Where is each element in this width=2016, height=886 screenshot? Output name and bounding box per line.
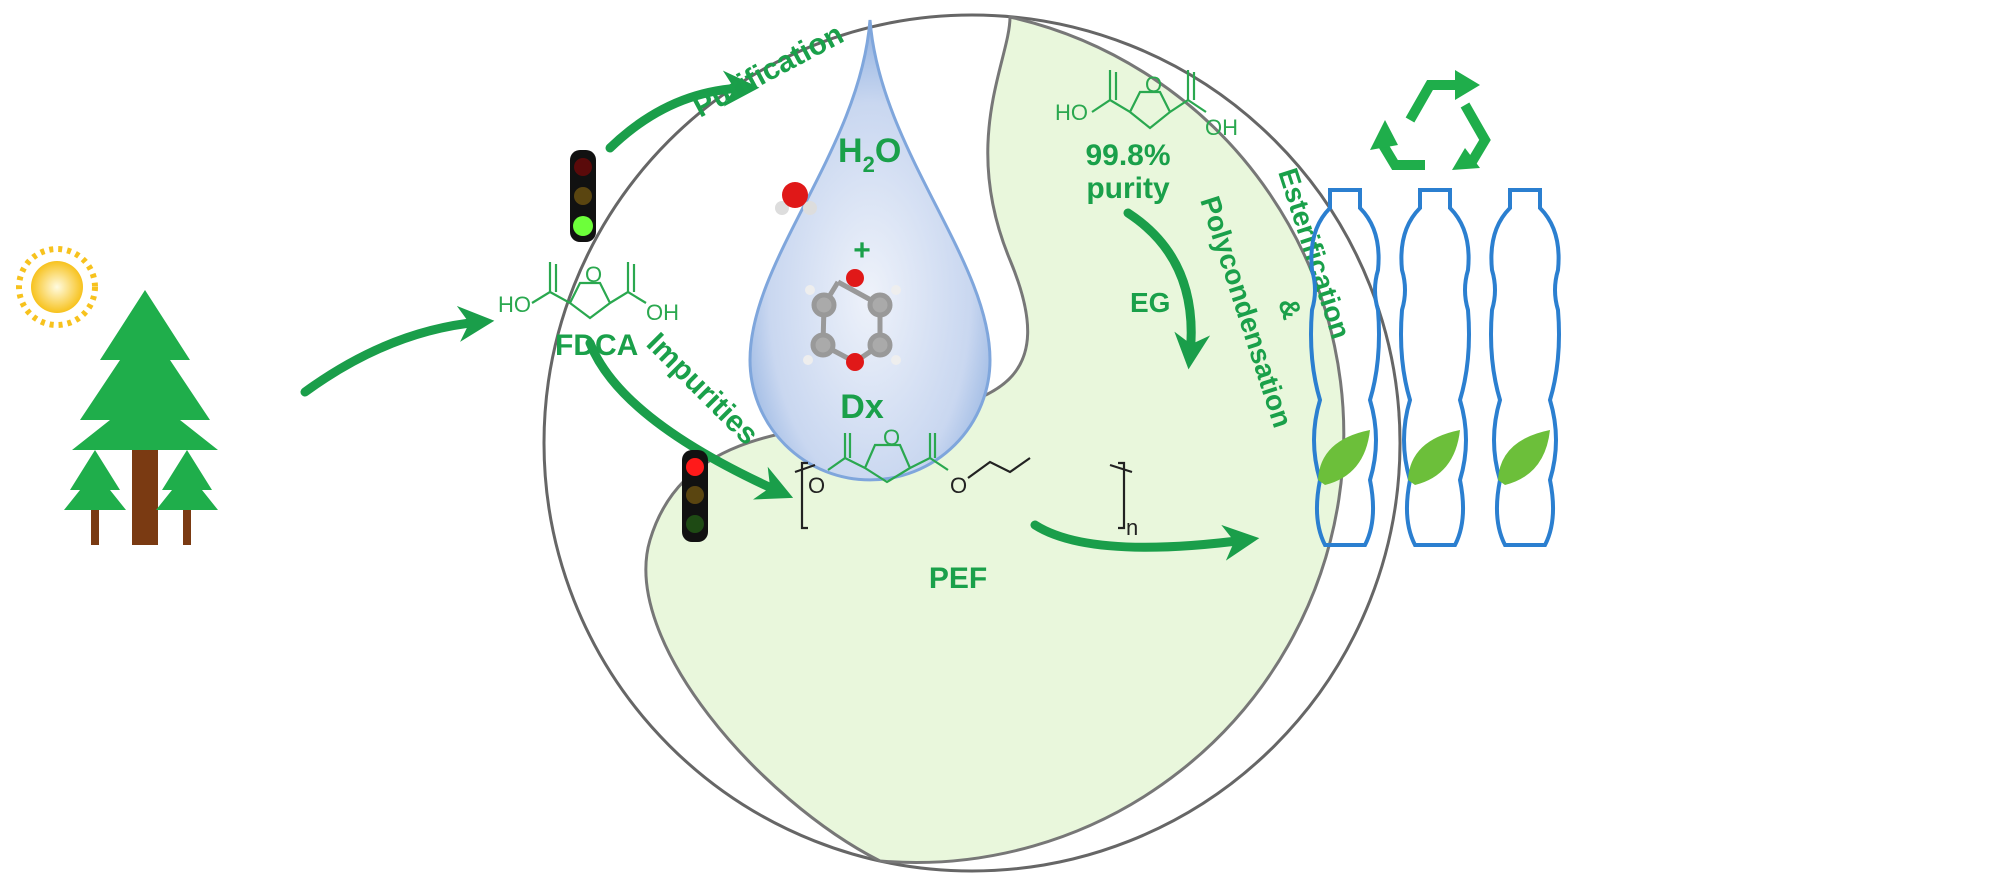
sun-icon	[16, 246, 98, 328]
fdca-oh-label: OH	[646, 300, 679, 325]
polycondensation-arrow	[1123, 208, 1211, 370]
water-molecule-icon	[775, 182, 817, 215]
forest-icon	[64, 290, 218, 545]
pef-structure: O O O n PEF	[794, 425, 1138, 595]
product-arrow	[1030, 520, 1260, 561]
purified-ho-label: HO	[1055, 100, 1088, 125]
dioxane-label: Dx	[840, 388, 884, 426]
dioxane-molecule-icon	[803, 269, 901, 371]
yin-yang-circle	[542, 13, 1402, 873]
bottles-icon	[1309, 188, 1561, 547]
impurities-arrow	[585, 338, 794, 500]
purification-arrow	[605, 70, 760, 153]
bottle-2-icon	[1399, 188, 1471, 547]
bottle-1-icon	[1309, 188, 1381, 547]
pef-o-right-label: O	[950, 473, 967, 498]
recycle-icon	[1370, 70, 1491, 170]
traffic-light-green-icon	[570, 150, 596, 242]
purified-fdca-structure: HO O OH 99.8% purity	[1055, 70, 1238, 205]
purified-o-label: O	[1145, 72, 1162, 97]
pef-label: PEF	[929, 562, 987, 595]
plus-label: +	[853, 234, 871, 267]
eg-label: EG	[1130, 287, 1170, 318]
pef-n-label: n	[1126, 515, 1138, 540]
purified-oh-label: OH	[1205, 115, 1238, 140]
pef-ring-o-label: O	[883, 425, 900, 450]
feedstock-arrow	[300, 305, 495, 397]
purity-value: 99.8%	[1085, 139, 1170, 172]
traffic-light-red-icon	[682, 450, 708, 542]
purity-label: purity	[1086, 172, 1170, 205]
bottle-3-icon	[1489, 188, 1561, 547]
solvent-drop: H2O + Dx	[748, 19, 992, 482]
fdca-ho-label: HO	[498, 292, 531, 317]
pef-o-left-label: O	[808, 473, 825, 498]
water-label: H2O	[838, 132, 901, 177]
fdca-o-label: O	[585, 262, 602, 287]
